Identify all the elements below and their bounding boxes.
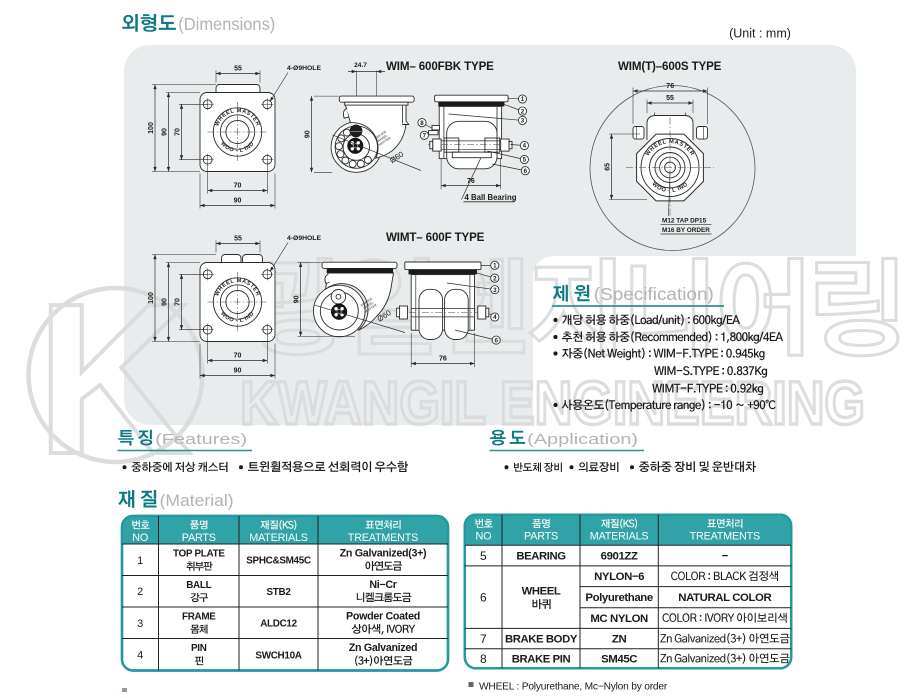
svg-text:WHEEL : Polyurethane, Mc−Nylon: WHEEL : Polyurethane, Mc−Nylon by order (479, 682, 668, 693)
svg-text:WIM-600: WIM-600 (360, 297, 373, 308)
svg-text:2: 2 (493, 275, 497, 282)
svg-text:FRAME: FRAME (182, 611, 216, 622)
svg-text:2: 2 (521, 108, 525, 115)
svg-text:90: 90 (234, 368, 242, 375)
svg-text:BRAKE PIN: BRAKE PIN (512, 654, 571, 666)
svg-text:WHEEL: WHEEL (522, 586, 561, 598)
svg-text:70: 70 (174, 128, 181, 136)
svg-text:(Dimensions): (Dimensions) (178, 14, 275, 34)
svg-text:KWANGIL ENGINEERING: KWANGIL ENGINEERING (240, 369, 865, 437)
svg-text:8: 8 (420, 120, 424, 127)
svg-text:M16 BY ORDER: M16 BY ORDER (662, 227, 710, 234)
svg-text:3: 3 (521, 118, 525, 125)
svg-text:BEARING: BEARING (516, 551, 566, 563)
svg-text:55: 55 (234, 66, 242, 73)
svg-text:70: 70 (174, 298, 181, 306)
svg-text:BRAKE BODY: BRAKE BODY (505, 634, 578, 646)
svg-text:70: 70 (234, 183, 242, 190)
svg-text:NYLON−6: NYLON−6 (594, 571, 644, 583)
svg-text:90: 90 (234, 198, 242, 205)
svg-text:WIM– 600FBK TYPE: WIM– 600FBK TYPE (386, 60, 494, 73)
svg-text:6901ZZ: 6901ZZ (601, 551, 638, 563)
svg-text:5: 5 (523, 157, 527, 164)
svg-text:NO: NO (476, 531, 492, 543)
svg-text:(Application): (Application) (527, 431, 638, 448)
svg-text:90: 90 (293, 295, 300, 303)
svg-text:NO: NO (132, 532, 148, 544)
svg-text:76: 76 (467, 178, 475, 185)
svg-text:8: 8 (480, 652, 487, 666)
svg-text:STB2: STB2 (266, 587, 291, 598)
svg-text:90: 90 (161, 298, 168, 306)
svg-text:TOP PLATE: TOP PLATE (173, 548, 225, 559)
svg-text:NATURAL COLOR: NATURAL COLOR (678, 592, 771, 604)
svg-text:SWCH10A: SWCH10A (255, 650, 301, 661)
svg-text:(Material): (Material) (160, 492, 234, 510)
svg-text:1: 1 (137, 555, 143, 567)
svg-text:4-Ø9HOLE: 4-Ø9HOLE (287, 235, 321, 242)
svg-text:(Unit : mm): (Unit : mm) (729, 27, 791, 41)
svg-text:SPHC&SM45C: SPHC&SM45C (246, 556, 311, 567)
svg-text:Ni−Cr: Ni−Cr (369, 579, 396, 591)
svg-text:BALL: BALL (186, 580, 211, 591)
svg-text:Polyurethane: Polyurethane (585, 592, 652, 604)
svg-text:WHEEL: WHEEL (377, 133, 389, 143)
svg-text:Powder Coated: Powder Coated (346, 610, 420, 622)
svg-text:55: 55 (234, 236, 242, 243)
svg-text:Zn Galvanized(3+): Zn Galvanized(3+) (340, 547, 427, 559)
svg-text:4: 4 (493, 314, 497, 321)
svg-text:2: 2 (137, 586, 143, 598)
svg-text:3: 3 (493, 287, 497, 294)
svg-text:4: 4 (137, 650, 143, 662)
svg-text:MASTER: MASTER (378, 136, 392, 147)
svg-text:76: 76 (439, 356, 447, 363)
svg-text:4: 4 (523, 143, 527, 150)
svg-text:MATERIALS: MATERIALS (249, 532, 308, 544)
svg-text:6: 6 (524, 168, 528, 175)
svg-text:SM45C: SM45C (601, 654, 637, 666)
svg-text:90: 90 (161, 128, 168, 136)
svg-text:7: 7 (423, 133, 427, 140)
svg-text:1: 1 (493, 263, 497, 270)
svg-text:6: 6 (480, 590, 487, 604)
svg-text:TREATMENTS: TREATMENTS (690, 531, 760, 543)
svg-text:TREATMENTS: TREATMENTS (348, 532, 418, 544)
svg-text:5: 5 (480, 549, 487, 563)
svg-text:1: 1 (521, 96, 525, 103)
svg-text:7: 7 (480, 632, 487, 646)
svg-text:4 Ball Bearing: 4 Ball Bearing (465, 193, 517, 202)
svg-text:M12 TAP DP15: M12 TAP DP15 (662, 218, 707, 225)
svg-text:−: − (722, 551, 729, 563)
svg-text:(Specification): (Specification) (594, 284, 714, 304)
svg-text:100: 100 (148, 292, 155, 304)
svg-text:76: 76 (666, 83, 674, 90)
svg-text:90: 90 (304, 130, 311, 138)
svg-text:ZN: ZN (612, 634, 627, 646)
svg-text:70: 70 (234, 353, 242, 360)
svg-text:4-Ø9HOLE: 4-Ø9HOLE (287, 65, 321, 72)
svg-text:PIN: PIN (191, 643, 207, 654)
svg-text:6: 6 (494, 337, 498, 344)
svg-text:3: 3 (137, 618, 143, 630)
svg-text:WIMT– 600F TYPE: WIMT– 600F TYPE (386, 231, 485, 244)
svg-text:100: 100 (148, 122, 155, 134)
svg-text:K: K (36, 258, 191, 499)
svg-text:PARTS: PARTS (182, 532, 216, 544)
svg-text:65: 65 (604, 163, 611, 171)
svg-text:WHEEL: WHEEL (363, 300, 375, 310)
svg-text:WIM-600: WIM-600 (374, 130, 387, 141)
svg-text:(Features): (Features) (155, 431, 247, 448)
svg-text:24.7: 24.7 (354, 62, 367, 69)
svg-text:MC NYLON: MC NYLON (590, 613, 648, 625)
svg-text:MASTER: MASTER (364, 303, 378, 314)
svg-text:55: 55 (666, 95, 674, 102)
svg-text:PARTS: PARTS (524, 531, 558, 543)
svg-text:ALDC12: ALDC12 (260, 619, 297, 630)
svg-text:MATERIALS: MATERIALS (590, 531, 649, 543)
svg-text:Zn Galvanized: Zn Galvanized (349, 642, 418, 654)
svg-text:WIM(T)–600S TYPE: WIM(T)–600S TYPE (618, 60, 722, 73)
